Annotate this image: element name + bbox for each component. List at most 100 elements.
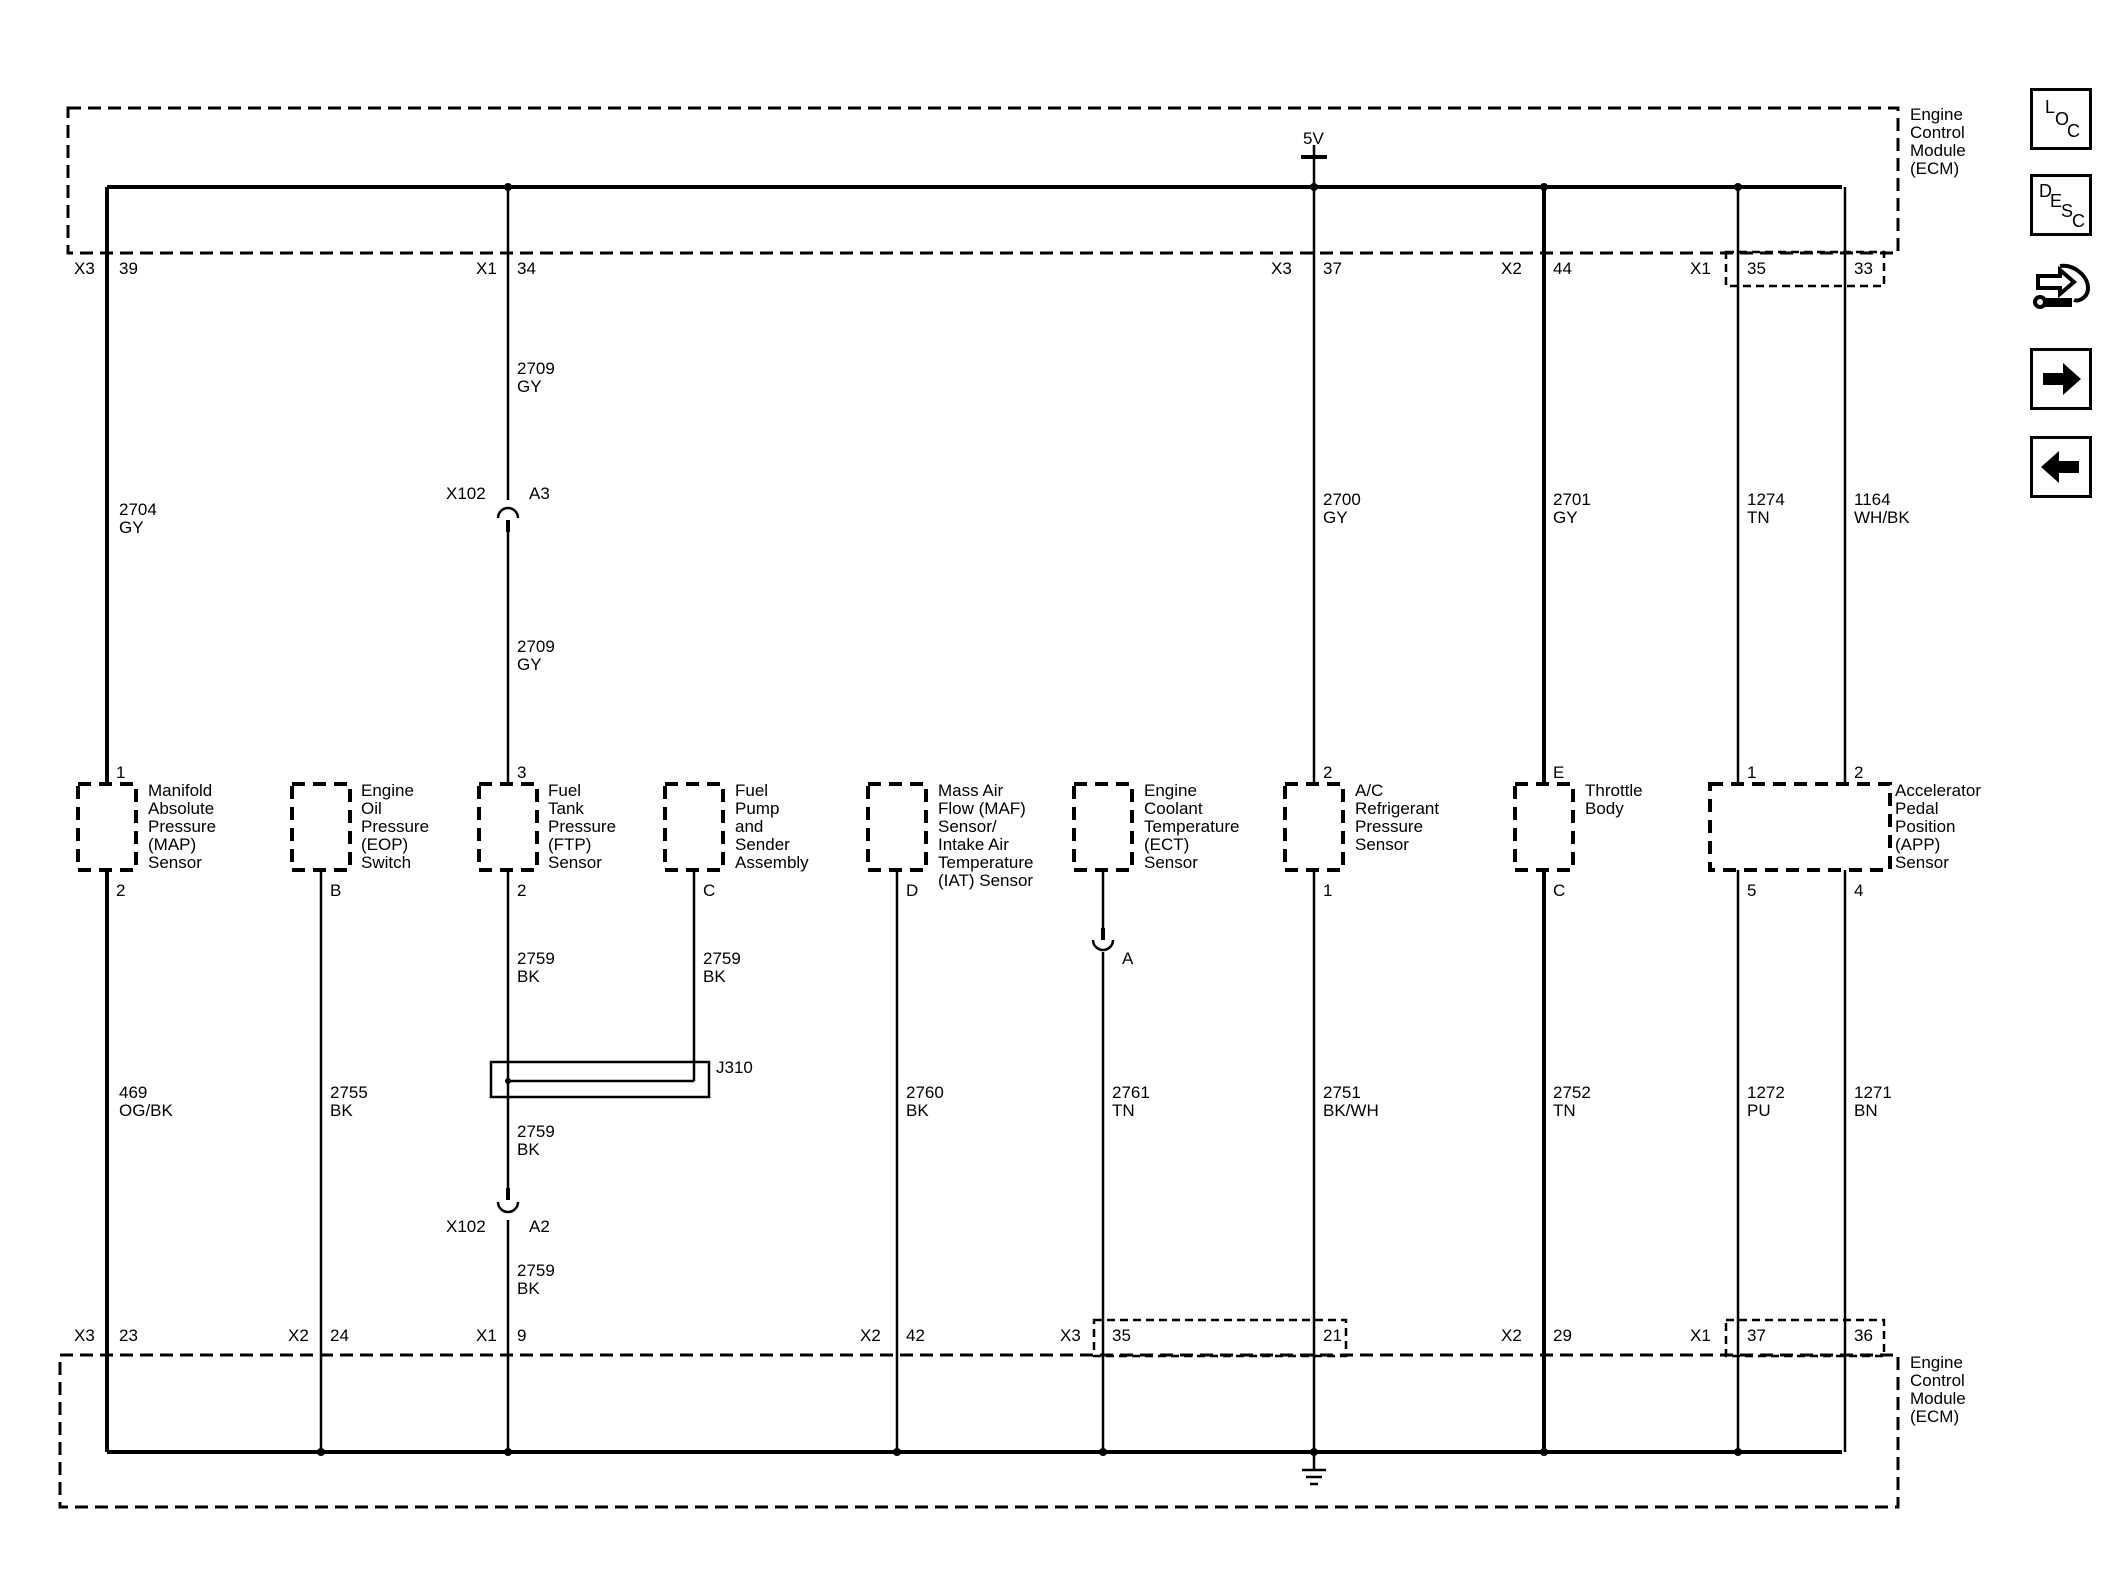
fuel-pump-box: [663, 782, 725, 872]
arrow-left-icon: [2041, 451, 2079, 483]
svg-text:2700: 2700: [1323, 490, 1361, 509]
supply-5v: 5V: [1301, 129, 1327, 187]
svg-text:A2: A2: [529, 1217, 550, 1236]
maf-iat-sensor-box: [866, 782, 928, 872]
ecm-top-pin-labels: X3 39 X1 34 X3 37 X2 44 X1 35 33: [74, 259, 1873, 278]
svg-text:X2: X2: [288, 1326, 309, 1345]
svg-text:1274: 1274: [1747, 490, 1785, 509]
svg-text:X102: X102: [446, 1217, 486, 1236]
svg-text:9: 9: [517, 1326, 526, 1345]
svg-text:BK: BK: [330, 1101, 353, 1120]
svg-text:29: 29: [1553, 1326, 1572, 1345]
svg-text:1: 1: [1323, 881, 1332, 900]
ecm-label-top: Engine Control Module (ECM): [1910, 105, 1966, 178]
svg-text:24: 24: [330, 1326, 349, 1345]
svg-text:GY: GY: [517, 377, 542, 396]
svg-text:1: 1: [1747, 763, 1756, 782]
svg-text:2759: 2759: [517, 1261, 555, 1280]
upper-wire-labels: 2704 GY 2709 GY 2709 GY 2700 GY 2701 GY …: [119, 359, 1910, 674]
svg-text:2709: 2709: [517, 359, 555, 378]
svg-text:Switch: Switch: [361, 853, 411, 872]
svg-text:Sensor: Sensor: [548, 853, 602, 872]
svg-text:X3: X3: [74, 259, 95, 278]
svg-text:X2: X2: [860, 1326, 881, 1345]
svg-text:TN: TN: [1553, 1101, 1576, 1120]
app-sensor-label: Accelerator Pedal Position (APP) Sensor: [1895, 781, 1981, 872]
location-button[interactable]: L O C: [2030, 88, 2092, 150]
svg-text:Control: Control: [1910, 123, 1965, 142]
svg-text:Temperature: Temperature: [1144, 817, 1239, 836]
svg-text:Intake Air: Intake Air: [938, 835, 1009, 854]
svg-text:E: E: [2050, 191, 2062, 211]
svg-text:Sender: Sender: [735, 835, 790, 854]
svg-text:C: C: [2067, 121, 2080, 141]
description-button[interactable]: D E S C: [2030, 174, 2092, 236]
desc-icon: D E S C: [2039, 181, 2085, 231]
svg-text:2755: 2755: [330, 1083, 368, 1102]
svg-text:1: 1: [116, 763, 125, 782]
app-sensor-box: [1708, 782, 1892, 872]
svg-text:Pedal: Pedal: [1895, 799, 1938, 818]
svg-text:PU: PU: [1747, 1101, 1771, 1120]
svg-text:Body: Body: [1585, 799, 1624, 818]
svg-text:34: 34: [517, 259, 536, 278]
ftp-sensor-label: Fuel Tank Pressure (FTP) Sensor: [548, 781, 616, 872]
svg-text:OG/BK: OG/BK: [119, 1101, 174, 1120]
svg-text:Sensor: Sensor: [148, 853, 202, 872]
previous-page-button[interactable]: [2030, 436, 2092, 498]
svg-text:2759: 2759: [517, 949, 555, 968]
svg-text:C: C: [2072, 211, 2085, 231]
svg-text:Coolant: Coolant: [1144, 799, 1203, 818]
svg-text:GY: GY: [1553, 508, 1578, 527]
svg-text:X3: X3: [1060, 1326, 1081, 1345]
svg-text:44: 44: [1553, 259, 1572, 278]
svg-text:35: 35: [1112, 1326, 1131, 1345]
svg-text:GY: GY: [1323, 508, 1348, 527]
svg-text:2759: 2759: [517, 1122, 555, 1141]
svg-text:X2: X2: [1501, 259, 1522, 278]
svg-text:2701: 2701: [1553, 490, 1591, 509]
fuel-pump-label: Fuel Pump and Sender Assembly: [735, 781, 809, 872]
connector-info-button[interactable]: [2030, 258, 2092, 320]
next-page-button[interactable]: [2030, 348, 2092, 410]
svg-text:35: 35: [1747, 259, 1766, 278]
svg-text:X102: X102: [446, 484, 486, 503]
wire-ect: [1091, 870, 1115, 1452]
svg-text:D: D: [906, 881, 918, 900]
throttle-body-box: [1513, 782, 1575, 872]
svg-text:2704: 2704: [119, 500, 157, 519]
svg-text:BK: BK: [517, 967, 540, 986]
svg-text:E: E: [1553, 763, 1564, 782]
svg-text:(ECM): (ECM): [1910, 159, 1959, 178]
map-sensor-box: [76, 782, 138, 872]
ecm-bottom-box: [58, 1353, 1900, 1509]
svg-text:2: 2: [1323, 763, 1332, 782]
svg-text:C: C: [703, 881, 715, 900]
arrow-right-icon: [2043, 363, 2081, 395]
svg-text:BK: BK: [703, 967, 726, 986]
svg-text:Pressure: Pressure: [548, 817, 616, 836]
svg-text:Sensor: Sensor: [1895, 853, 1949, 872]
ect-sensor-box: [1072, 782, 1134, 872]
svg-text:WH/BK: WH/BK: [1854, 508, 1910, 527]
inline-connector-labels: X102 A3 X102 A2 A J310: [446, 484, 1134, 1236]
svg-text:X1: X1: [1690, 1326, 1711, 1345]
svg-text:4: 4: [1854, 881, 1863, 900]
svg-text:2: 2: [517, 881, 526, 900]
svg-text:BK/WH: BK/WH: [1323, 1101, 1379, 1120]
svg-text:Fuel: Fuel: [735, 781, 768, 800]
svg-text:3: 3: [517, 763, 526, 782]
maf-iat-sensor-label: Mass Air Flow (MAF) Sensor/ Intake Air T…: [938, 781, 1033, 890]
svg-text:Control: Control: [1910, 1371, 1965, 1390]
ecm-label-bottom: Engine Control Module (ECM): [1910, 1353, 1966, 1426]
svg-text:Flow (MAF): Flow (MAF): [938, 799, 1026, 818]
eop-switch-box: [290, 782, 352, 872]
svg-text:Engine: Engine: [1910, 105, 1963, 124]
map-sensor-label: Manifold Absolute Pressure (MAP) Sensor: [148, 781, 216, 872]
svg-text:X3: X3: [74, 1326, 95, 1345]
svg-text:Sensor: Sensor: [1144, 853, 1198, 872]
svg-text:X1: X1: [476, 259, 497, 278]
svg-text:(APP): (APP): [1895, 835, 1940, 854]
svg-text:BK: BK: [906, 1101, 929, 1120]
